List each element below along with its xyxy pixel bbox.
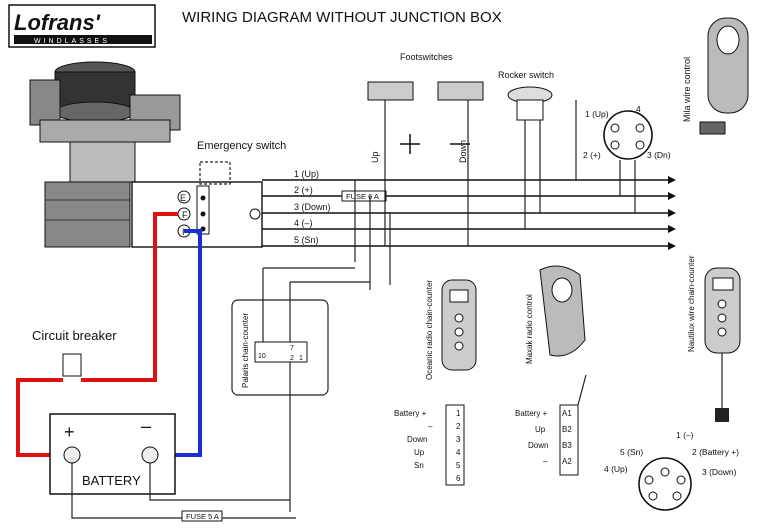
terminal-i: I: [182, 227, 185, 237]
mx-row-3-num: B3: [562, 441, 572, 450]
palaris-pin-10: 10: [258, 353, 266, 360]
oc-row-5-num: 5: [456, 461, 461, 470]
maxak-label: Maxak radio control: [525, 294, 534, 364]
footswitch-down-label: Down: [458, 140, 468, 163]
nx-pin-1: 1 (–): [676, 430, 694, 440]
maxak-table: Battery + A1 Up B2 Down B3 – A2: [515, 374, 587, 476]
wire-3-label: 3 (Down): [294, 202, 331, 212]
palaris-pin-2: 2: [290, 355, 294, 362]
wire-1-label: 1 (Up): [294, 169, 319, 179]
nx-pin-3: 3 (Down): [702, 467, 737, 477]
mx-row-1-num: A1: [562, 409, 572, 418]
mila-pin-1: 1 (Up): [585, 109, 609, 119]
oceanic-table: Battery + 1 – 2 Down 3 Up 4 Sn 5 6: [394, 404, 465, 486]
footswitches-label: Footswitches: [400, 52, 453, 62]
mx-row-2-num: B2: [562, 425, 572, 434]
fuse-5a: FUSE 5 A: [186, 512, 219, 521]
nx-pin-4: 4 (Up): [604, 464, 628, 474]
oc-row-2-num: 2: [456, 422, 461, 431]
oceanic-remote: Oceanic radio chain-counter: [425, 279, 477, 380]
brand-logo: Lofrans' WINDLASSES: [8, 4, 156, 48]
oc-row-6-num: 6: [456, 474, 461, 483]
terminal-e: E: [180, 193, 186, 203]
mila-remote: Mila wire control: [682, 17, 749, 135]
windlass-motor: [29, 61, 263, 248]
logo-name: Lofrans': [14, 10, 101, 35]
battery-minus: –: [141, 416, 151, 436]
oceanic-label: Oceanic radio chain-counter: [425, 280, 434, 380]
fuse-6a: FUSE 6 A: [346, 192, 379, 201]
palaris-label: Palaris chain-counter: [241, 313, 250, 388]
emergency-switch-label: Emergency switch: [197, 140, 286, 152]
footswitches: Footswitches Up Down: [367, 52, 484, 163]
nautilux-remote: Nautilux wire chain-counter: [687, 255, 741, 422]
wire-4-label: 4 (–): [294, 218, 313, 228]
wire-5-label: 5 (Sn): [294, 235, 319, 245]
mila-label: Mila wire control: [682, 57, 692, 122]
power-circuit: Circuit breaker + – BATTERY FUSE 5 A: [16, 212, 296, 522]
diagram-title: WIRING DIAGRAM WITHOUT JUNCTION BOX: [182, 9, 502, 26]
logo-sub: WINDLASSES: [34, 38, 110, 45]
mx-row-3-name: Down: [528, 441, 548, 450]
palaris-pin-7: 7: [290, 345, 294, 352]
rocker-switch: Rocker switch: [498, 70, 554, 121]
oc-row-3-name: Down: [407, 435, 427, 444]
palaris-pin-1: 1: [299, 355, 303, 362]
mx-row-4-name: –: [543, 457, 548, 466]
oc-row-3-num: 3: [456, 435, 461, 444]
mila-connector: 1 (Up) 2 (+) 3 (Dn) 4: [583, 104, 671, 160]
oc-row-5-name: Sn: [414, 461, 424, 470]
drop-lines: [262, 95, 636, 512]
oc-row-4-name: Up: [414, 448, 425, 457]
oc-row-1-name: Battery +: [394, 409, 427, 418]
circuit-breaker-label: Circuit breaker: [32, 328, 117, 343]
footswitch-up-label: Up: [370, 151, 380, 163]
nx-pin-5: 5 (Sn): [620, 447, 643, 457]
maxak-remote: Maxak radio control: [525, 265, 586, 364]
battery-label: BATTERY: [82, 473, 141, 488]
mila-pin-4: 4: [636, 104, 641, 114]
mila-pin-3: 3 (Dn): [647, 150, 671, 160]
nautilux-label: Nautilux wire chain-counter: [687, 255, 696, 352]
wire-2-label: 2 (+): [294, 185, 313, 195]
nautilux-connector: 1 (–) 2 (Battery +) 3 (Down) 4 (Up) 5 (S…: [604, 430, 739, 511]
mx-row-2-name: Up: [535, 425, 546, 434]
palaris-chain-counter: Palaris chain-counter 10 7 2 1: [231, 299, 329, 396]
bus-wires: 1 (Up) 2 (+) 3 (Down) 4 (–) 5 (Sn) FUSE …: [262, 169, 676, 250]
rocker-switch-label: Rocker switch: [498, 70, 554, 80]
mx-row-1-name: Battery +: [515, 409, 548, 418]
oc-row-2-name: –: [428, 422, 433, 431]
oc-row-4-num: 4: [456, 448, 461, 457]
emergency-switch: Emergency switch: [196, 140, 286, 235]
terminal-f: F: [182, 210, 188, 220]
mx-row-4-num: A2: [562, 457, 572, 466]
mila-pin-2: 2 (+): [583, 150, 601, 160]
nx-pin-2: 2 (Battery +): [692, 447, 739, 457]
battery-plus: +: [64, 422, 75, 442]
oc-row-1-num: 1: [456, 409, 461, 418]
